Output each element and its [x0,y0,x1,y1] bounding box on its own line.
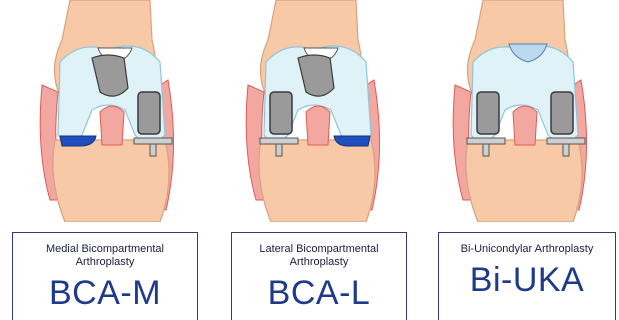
lateral-femoral-implant [477,92,499,134]
label-code: BCA-M [13,275,197,311]
medial-femoral-implant [138,92,160,134]
label-box-bca-l: Lateral Bicompartmental Arthroplasty BCA… [231,232,407,320]
lateral-tibial-keel [276,144,282,156]
knee-diagram-bca-m [0,0,206,222]
label-title: Bi-Unicondylar Arthroplasty [439,243,615,256]
label-box-bi-uka: Bi-Unicondylar Arthroplasty Bi-UKA [438,232,616,320]
cruciate-ligaments [100,106,124,145]
knee-diagram-bi-uka [413,0,619,222]
label-title: Lateral Bicompartmental Arthroplasty [232,243,406,269]
label-code: BCA-L [232,275,406,311]
lateral-tibial-keel [483,144,489,156]
label-box-bca-m: Medial Bicompartmental Arthroplasty BCA-… [12,232,198,320]
lateral-tibial-tray [260,138,298,144]
cruciate-ligaments [513,106,537,145]
label-code: Bi-UKA [439,262,615,298]
panel-bca-m: Medial Bicompartmental Arthroplasty BCA-… [0,0,206,320]
lateral-tibial-tray [467,138,505,144]
medial-tibial-keel [563,144,569,156]
lateral-femoral-implant [270,92,292,134]
medial-meniscus [334,136,370,146]
medial-tibial-tray [547,138,585,144]
knee-diagram-bca-l [206,0,412,222]
medial-tibial-keel [150,144,156,156]
cruciate-ligaments [306,106,330,145]
panel-bi-uka: Bi-Unicondylar Arthroplasty Bi-UKA [413,0,619,320]
label-title: Medial Bicompartmental Arthroplasty [13,243,197,269]
medial-femoral-implant [551,92,573,134]
panel-bca-l: Lateral Bicompartmental Arthroplasty BCA… [206,0,412,320]
medial-tibial-tray [134,138,172,144]
